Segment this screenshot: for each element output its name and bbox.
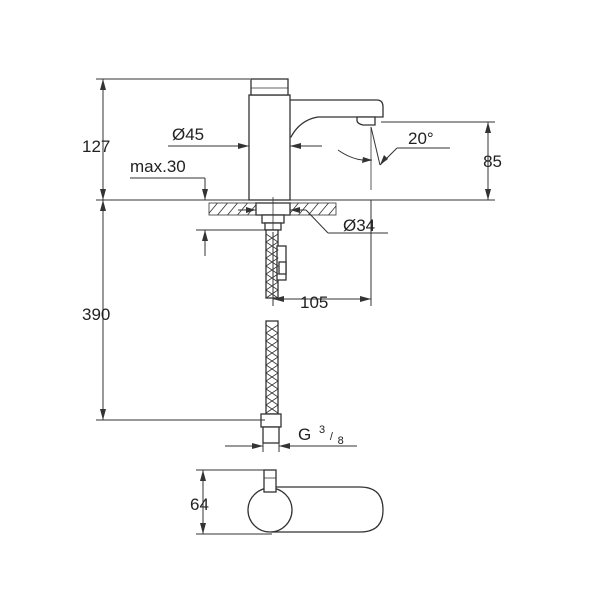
thread-numerator: 3 [319, 424, 325, 436]
side-view-body [247, 487, 293, 533]
dim-max-30: max.30 [130, 157, 186, 176]
dimension-lines [96, 78, 495, 535]
supply-hose [260, 229, 287, 444]
countertop-section [96, 197, 495, 232]
push-button [250, 78, 289, 96]
faucet-front-view [248, 78, 384, 201]
hose-upper [265, 229, 279, 299]
dim-85: 85 [483, 152, 502, 171]
dim-390: 390 [82, 305, 110, 324]
faucet-body [248, 94, 291, 201]
thread-slash: / [330, 431, 334, 443]
thread-prefix: G [298, 425, 311, 444]
side-view-spout [271, 486, 384, 533]
thread-denominator: 8 [338, 435, 344, 447]
faucet-side-view [247, 469, 384, 533]
dim-64: 64 [190, 495, 209, 514]
hose-braid-pattern [265, 233, 279, 414]
dim-127: 127 [82, 137, 110, 156]
dim-connection-thread: G 3 / 8 [298, 418, 344, 447]
dim-diameter-34: Ø34 [343, 216, 375, 235]
hose-lower [265, 320, 279, 415]
dim-angle-20: 20° [408, 129, 434, 148]
side-view-button [263, 469, 277, 493]
dim-105: 105 [300, 293, 328, 312]
dimension-labels: 127 Ø45 20° 85 max.30 Ø34 105 390 G 3 / … [82, 125, 502, 514]
spout-outlet [356, 116, 376, 126]
dim-diameter-45: Ø45 [172, 125, 204, 144]
